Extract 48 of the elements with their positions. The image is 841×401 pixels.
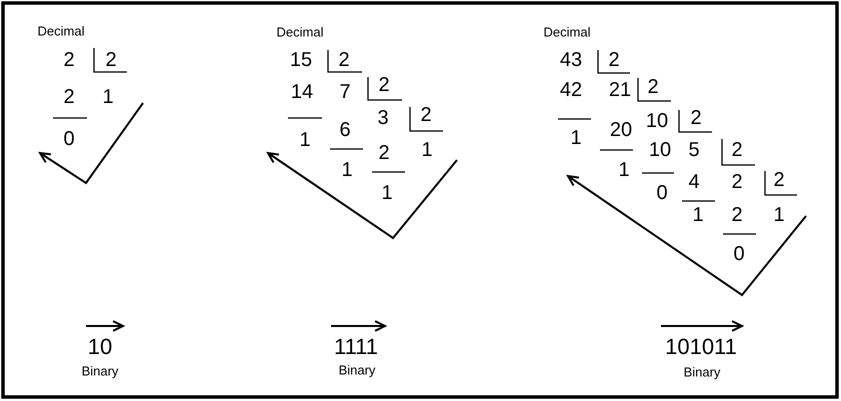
quotient-number: 1 — [421, 140, 433, 160]
quotient-number: 10 — [646, 111, 668, 131]
divisor-number: 2 — [378, 75, 390, 95]
product-number: 14 — [290, 82, 314, 102]
remainder-number: 0 — [733, 244, 745, 264]
binary-result: 10 — [88, 336, 112, 358]
quotient-number: 3 — [377, 108, 389, 128]
quotient-number: 1 — [773, 205, 785, 225]
remainder-number: 0 — [63, 129, 75, 149]
remainder-number: 1 — [299, 130, 311, 150]
dividend-number: 15 — [290, 50, 312, 70]
divisor-number: 2 — [420, 105, 432, 125]
divisor-number: 2 — [608, 50, 620, 70]
remainder-number: 1 — [341, 160, 353, 180]
decimal-heading: Decimal — [38, 24, 84, 38]
divisor-number: 2 — [773, 170, 785, 190]
product-number: 2 — [63, 87, 75, 107]
remainder-number: 0 — [656, 183, 668, 203]
product-number: 42 — [560, 80, 582, 100]
product-number: 4 — [688, 172, 700, 192]
divisor-number: 2 — [338, 50, 350, 70]
remainder-number: 1 — [618, 160, 630, 180]
remainder-number: 1 — [692, 205, 704, 225]
dividend-number: 2 — [63, 50, 75, 70]
quotient-number: 21 — [608, 80, 632, 100]
binary-caption: Binary — [684, 366, 720, 378]
binary-caption: Binary — [338, 364, 376, 376]
quotient-number: 1 — [102, 87, 114, 107]
quotient-number: 2 — [731, 172, 743, 192]
decimal-heading: Decimal — [276, 26, 324, 38]
dividend-number: 43 — [560, 50, 582, 70]
product-number: 2 — [378, 143, 390, 163]
product-number: 20 — [610, 120, 632, 140]
product-number: 2 — [731, 205, 743, 225]
decimal-heading: Decimal — [544, 26, 590, 38]
product-number: 6 — [339, 120, 351, 140]
remainder-number: 1 — [570, 128, 582, 148]
divisor-number: 2 — [647, 77, 659, 97]
remainder-number: 1 — [381, 183, 393, 203]
product-number: 10 — [648, 140, 672, 160]
binary-result: 1111 — [334, 336, 378, 358]
divisor-number: 2 — [731, 140, 743, 160]
quotient-number: 7 — [339, 82, 351, 102]
quotient-number: 5 — [688, 140, 700, 160]
binary-caption: Binary — [82, 364, 118, 378]
divisor-number: 2 — [690, 108, 702, 128]
divisor-number: 2 — [105, 50, 117, 70]
binary-result: 101011 — [665, 336, 737, 358]
